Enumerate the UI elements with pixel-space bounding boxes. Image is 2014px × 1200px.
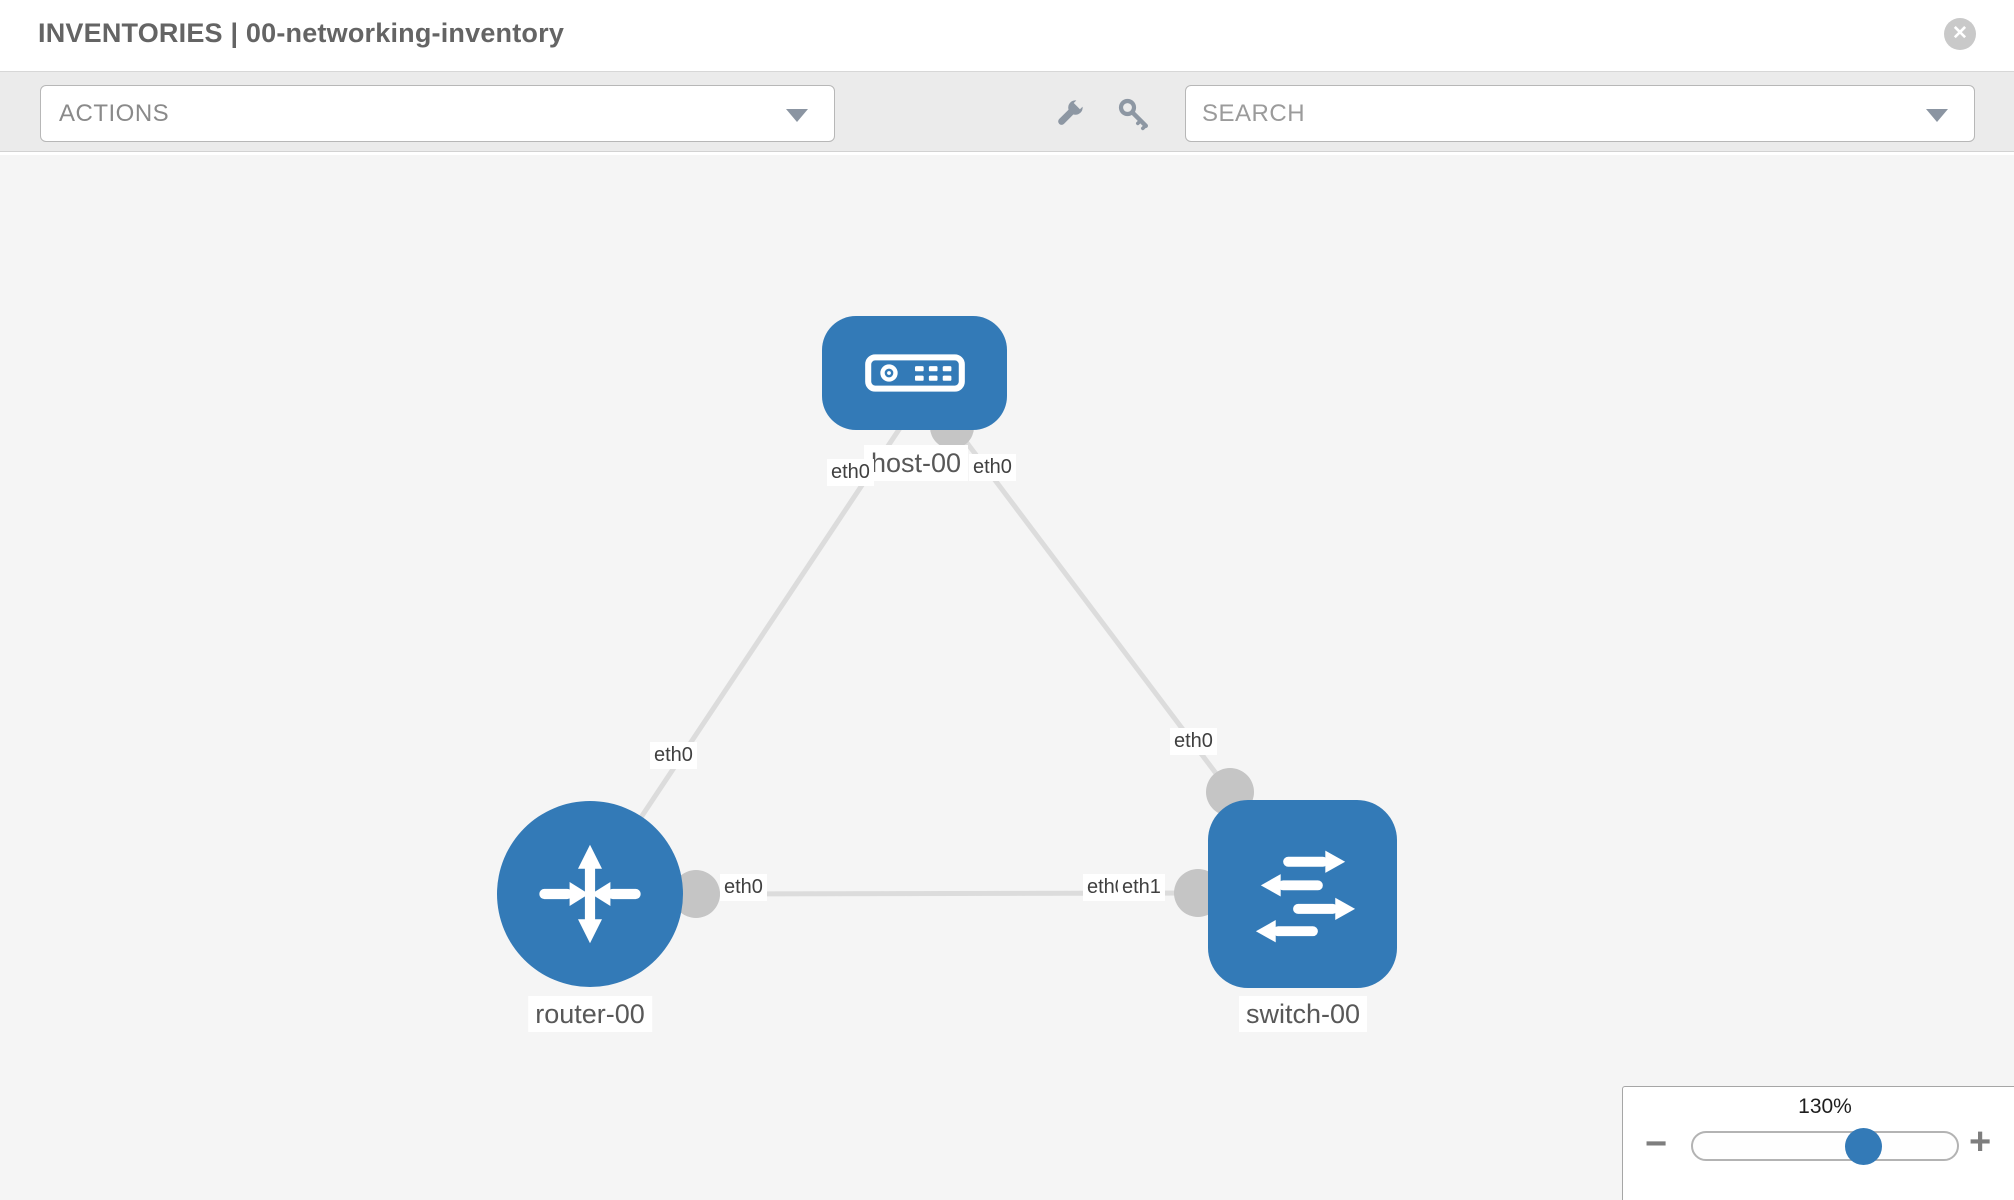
interface-label-diag-right: eth0 <box>1170 728 1217 755</box>
key-icon <box>1118 98 1148 131</box>
host-icon <box>864 354 965 392</box>
page-title: INVENTORIES | 00-networking-inventory <box>38 18 565 48</box>
close-button[interactable]: ✕ <box>1944 18 1976 50</box>
topology-links-layer <box>587 405 1254 918</box>
chevron-down-icon <box>1926 109 1948 122</box>
node-switch-00[interactable] <box>1208 800 1397 988</box>
manage-groups-button[interactable] <box>1048 95 1088 135</box>
port-marker-router <box>672 870 720 918</box>
interface-label-router-side: eth0 <box>720 874 767 901</box>
node-host-00[interactable] <box>822 316 1007 430</box>
node-label-switch: switch-00 <box>1238 996 1368 1032</box>
switch-icon <box>1255 850 1355 943</box>
actions-dropdown-label: ACTIONS <box>59 100 170 127</box>
wrench-icon <box>1058 97 1086 125</box>
search-dropdown[interactable] <box>1185 85 1975 142</box>
interface-label-switch-side: eth1 <box>1118 874 1165 901</box>
toolbar: ACTIONS <box>0 72 2014 152</box>
zoom-out-button[interactable]: − <box>1645 1123 1668 1165</box>
close-icon: ✕ <box>1952 23 1968 44</box>
node-label-router: router-00 <box>528 996 652 1032</box>
interface-label-diag-left: eth0 <box>650 742 697 769</box>
router-icon <box>539 844 641 944</box>
search-input[interactable] <box>1186 86 1974 141</box>
zoom-level-label: 130% <box>1798 1095 1852 1118</box>
credentials-button[interactable] <box>1115 95 1155 135</box>
topology-canvas[interactable]: host-00 router-00 switch-00 eth0 eth0 et… <box>0 152 2014 1200</box>
interface-label-host-left: eth0 <box>827 459 874 486</box>
node-label-host: host-00 <box>863 445 969 481</box>
zoom-panel: 130% − + <box>1622 1086 2014 1200</box>
zoom-slider[interactable] <box>1691 1131 1959 1161</box>
interface-label-host-right: eth0 <box>969 454 1016 481</box>
chevron-down-icon <box>786 109 808 122</box>
zoom-slider-thumb[interactable] <box>1845 1128 1882 1165</box>
actions-dropdown[interactable]: ACTIONS <box>40 85 835 142</box>
page-header: INVENTORIES | 00-networking-inventory ✕ <box>0 0 2014 72</box>
zoom-in-button[interactable]: + <box>1969 1121 1992 1163</box>
node-router-00[interactable] <box>497 801 683 987</box>
